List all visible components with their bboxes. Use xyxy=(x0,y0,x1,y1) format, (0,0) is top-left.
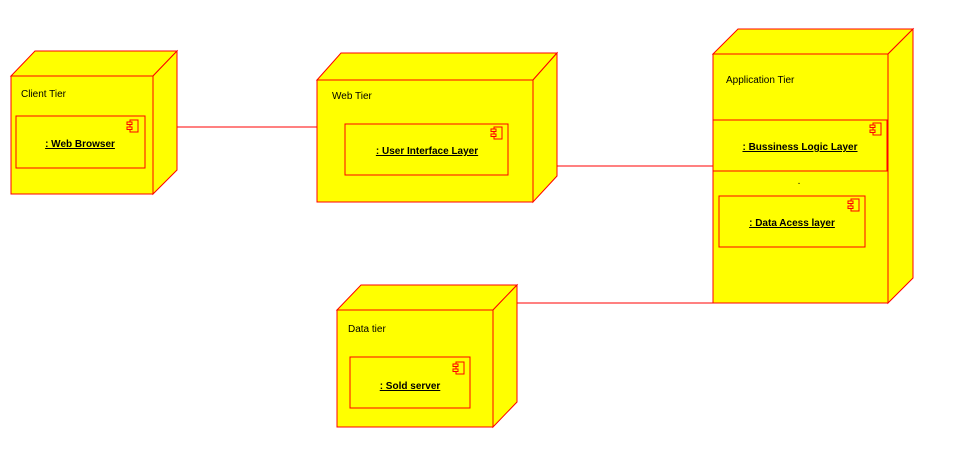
component-box xyxy=(344,123,509,176)
node-top-face xyxy=(9,50,179,77)
component-icon xyxy=(847,198,860,212)
component-box xyxy=(349,356,471,409)
node-side-face xyxy=(887,27,914,305)
component-data-access-layer[interactable]: : Data Acess layer xyxy=(718,195,866,248)
component-label: : Web Browser xyxy=(45,139,115,150)
node-title: Client Tier xyxy=(21,89,67,100)
node-side-face xyxy=(532,51,558,204)
component-icon xyxy=(869,122,882,136)
component-label: : Bussiness Logic Layer xyxy=(742,142,857,153)
component-icon xyxy=(126,119,139,133)
separator-dot: . xyxy=(798,176,801,187)
node-title: Web Tier xyxy=(332,91,372,102)
node-side-face xyxy=(152,49,178,196)
node-title: Application Tier xyxy=(726,75,795,86)
node-top-face xyxy=(711,28,915,55)
node-web-tier[interactable]: Web Tier : User Interface Layer xyxy=(315,51,559,204)
node-title: Data tier xyxy=(348,324,386,335)
component-user-interface-layer[interactable]: : User Interface Layer xyxy=(344,123,509,176)
node-front-face xyxy=(712,53,889,304)
component-label: : Data Acess layer xyxy=(749,218,835,229)
node-application-tier[interactable]: Application Tier : Bussiness Logic Layer… xyxy=(711,27,915,305)
node-side-face xyxy=(492,283,518,429)
node-top-face xyxy=(335,284,519,311)
component-label: : User Interface Layer xyxy=(376,146,478,157)
component-box xyxy=(15,115,146,169)
component-label: : Sold server xyxy=(380,381,441,392)
component-business-logic-layer[interactable]: : Bussiness Logic Layer xyxy=(712,119,888,172)
component-box xyxy=(718,195,866,248)
node-top-face xyxy=(315,52,559,81)
component-web-browser[interactable]: : Web Browser xyxy=(15,115,146,169)
component-sold-server[interactable]: : Sold server xyxy=(349,356,471,409)
node-client-tier[interactable]: Client Tier : Web Browser xyxy=(9,49,179,196)
component-icon xyxy=(452,361,465,375)
component-icon xyxy=(490,126,503,140)
node-data-tier[interactable]: Data tier : Sold server xyxy=(335,283,519,429)
component-box xyxy=(712,119,888,172)
